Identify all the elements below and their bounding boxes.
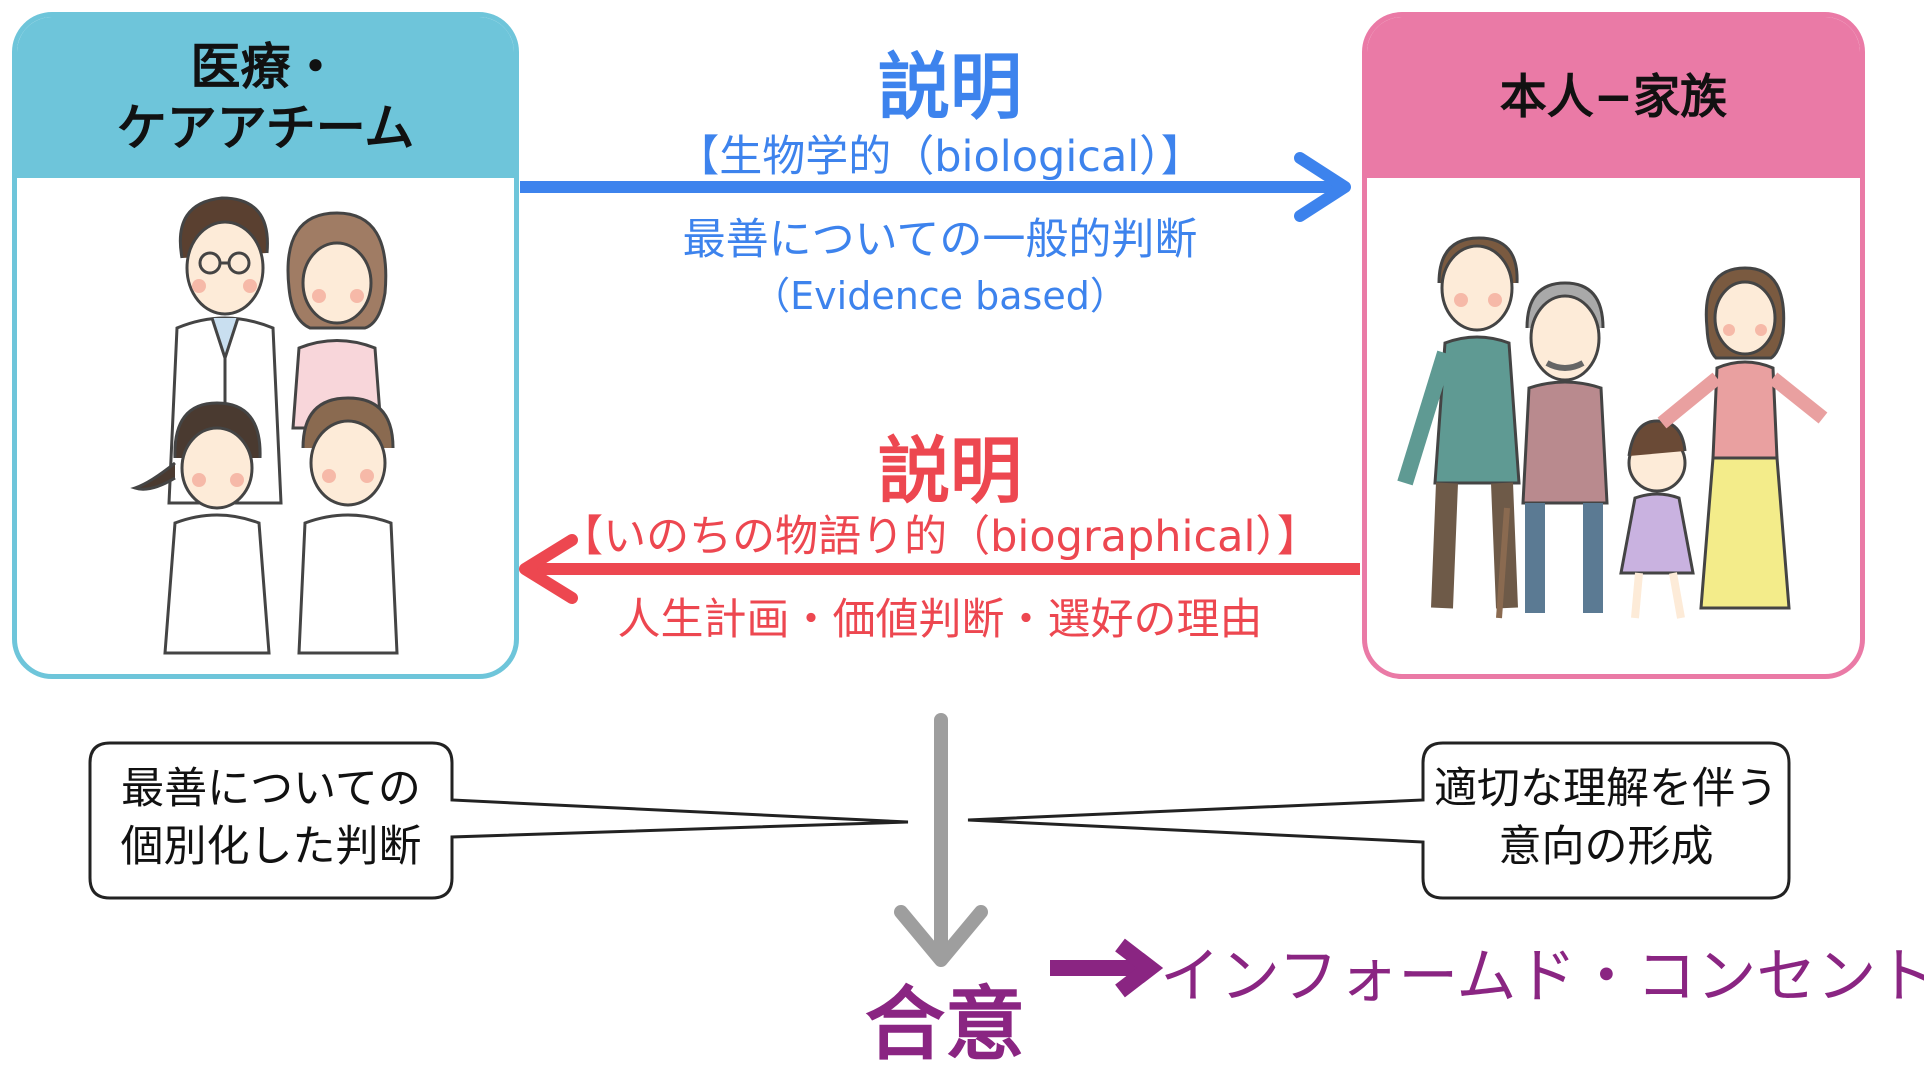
- mother-figure: [1657, 266, 1828, 610]
- family-illustration: [1367, 178, 1860, 674]
- result-arrow: [1050, 938, 1164, 998]
- man-figure: [1397, 236, 1521, 609]
- down-arrow: [894, 713, 988, 967]
- care-team-box: 医療・ ケアアチーム: [12, 12, 519, 679]
- top-flow-line1: 最善についての一般的判断: [682, 215, 1198, 265]
- result-label: 合意: [865, 978, 1025, 1071]
- top-flow-heading: 説明: [877, 45, 1022, 129]
- female-doctor-figure: [130, 401, 271, 655]
- top-flow-line2: （Evidence based）: [752, 274, 1128, 318]
- family-title: 本人−家族: [1499, 69, 1728, 125]
- care-team-header: 医療・ ケアアチーム: [17, 17, 514, 178]
- child-figure: [1619, 419, 1695, 619]
- bottom-flow-heading: 説明: [877, 429, 1022, 513]
- family-header: 本人−家族: [1367, 17, 1860, 178]
- result-term: インフォームド・コンセント: [1160, 942, 1924, 1012]
- care-team-title: 医療・ ケアアチーム: [116, 37, 415, 157]
- care-team-illustration: [17, 178, 514, 674]
- right-callout-text: 適切な理解を伴う 意向の形成: [1434, 764, 1778, 873]
- left-callout-text: 最善についての 個別化した判断: [120, 764, 422, 873]
- bottom-flow-line1: 人生計画・価値判断・選好の理由: [617, 595, 1263, 645]
- nurse-figure: [286, 211, 388, 430]
- top-flow-subheading: 【生物学的（biological）】: [676, 132, 1204, 182]
- family-box: 本人−家族: [1362, 12, 1865, 679]
- grandfather-figure: [1496, 281, 1609, 619]
- male-nurse-figure: [297, 396, 399, 655]
- bottom-flow-subheading: 【いのちの物語り的（biographical）】: [560, 512, 1320, 562]
